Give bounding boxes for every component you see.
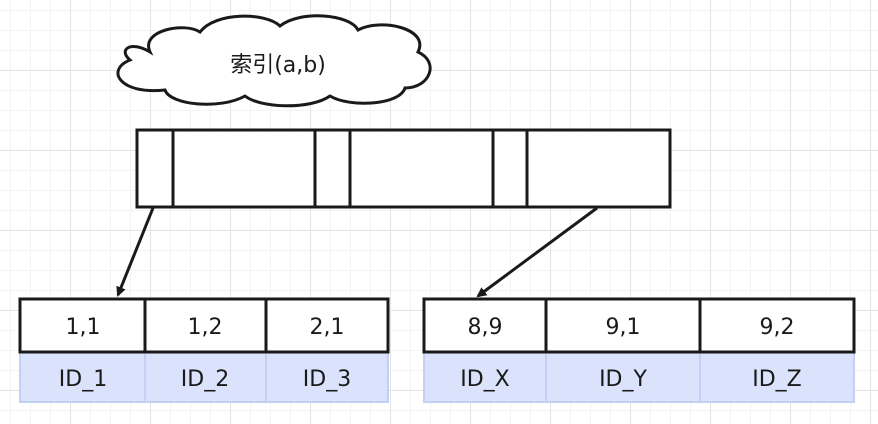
- leaf-id-cell: ID_Z: [752, 367, 802, 392]
- leaf-id-cell: ID_2: [181, 367, 229, 392]
- leaf-key-cell: 8,9: [468, 315, 503, 340]
- leaf-node-left: 1,1 1,2 2,1 ID_1 ID_2 ID_3: [18, 297, 390, 403]
- leaf-id-cell: ID_X: [460, 367, 510, 392]
- leaf-id-row: [423, 351, 855, 403]
- leaf-id-cell: ID_3: [303, 367, 351, 392]
- leaf-key-cell: 2,1: [310, 315, 345, 340]
- leaf-key-row: [422, 297, 856, 354]
- leaf-id-cell: ID_1: [59, 367, 107, 392]
- cloud-shape: [116, 14, 432, 108]
- internal-node: [135, 128, 672, 209]
- leaf-key-row: [18, 297, 390, 354]
- leaf-key-cell: 9,2: [760, 315, 795, 340]
- leaf-id-row: [19, 351, 389, 403]
- index-label: 索引(a,b): [230, 53, 326, 78]
- pointer-arrow-left: [116, 207, 155, 297]
- internal-node-box: [135, 128, 672, 209]
- leaf-key-cell: 1,2: [188, 315, 223, 340]
- pointer-arrow-right: [476, 206, 598, 298]
- index-cloud: 索引(a,b): [116, 14, 432, 108]
- leaf-key-cell: 9,1: [606, 315, 641, 340]
- leaf-id-cell: ID_Y: [599, 367, 647, 392]
- leaf-key-cell: 1,1: [66, 315, 101, 340]
- leaf-node-right: 8,9 9,1 9,2 ID_X ID_Y ID_Z: [422, 297, 856, 403]
